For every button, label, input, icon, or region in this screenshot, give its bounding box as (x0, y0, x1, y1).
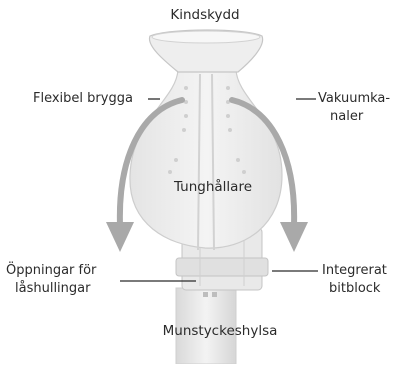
label-vakuumkanaler-line1: Vakuumka- (318, 90, 390, 108)
label-kindskydd: Kindskydd (150, 6, 260, 24)
label-tunghallare: Tunghållare (168, 178, 258, 196)
lock-hole-2 (212, 292, 217, 297)
label-oppningar-line1: Öppningar för (6, 262, 96, 280)
bite-block-rim (176, 258, 268, 276)
label-vakuumkanaler-line2: naler (330, 108, 363, 126)
label-oppningar-line2: låshullingar (15, 280, 90, 298)
lock-hole-1 (203, 292, 208, 297)
label-munstyckeshylsa: Munstyckeshylsa (150, 322, 290, 340)
label-integrerat-line1: Integrerat (322, 262, 387, 280)
label-integrerat-line2: bitblock (329, 280, 380, 298)
label-flexibel-brygga: Flexibel brygga (33, 90, 133, 108)
tongue-holder-body (130, 70, 282, 248)
